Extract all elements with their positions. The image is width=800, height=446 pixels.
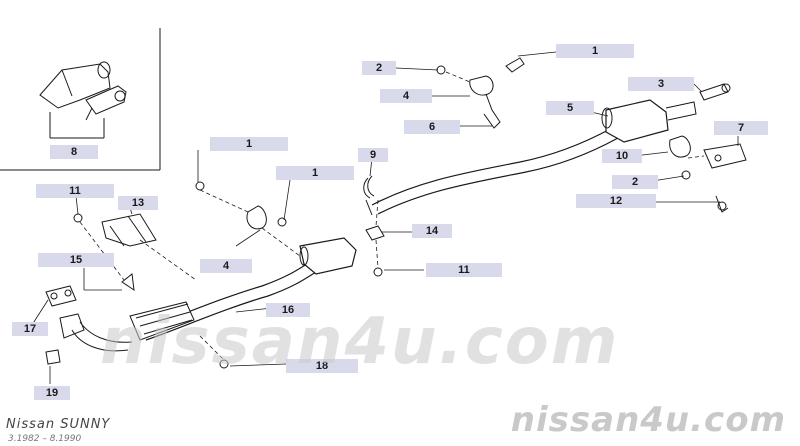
clamp-part bbox=[363, 175, 385, 277]
callout-label: 6 bbox=[428, 121, 436, 133]
model-name: Nissan SUNNY bbox=[6, 417, 111, 432]
watermark-large: nissan4u.com bbox=[100, 305, 620, 379]
callout-11-mid[interactable]: 11 bbox=[426, 263, 502, 277]
callout-4-mid[interactable]: 4 bbox=[200, 259, 252, 273]
callout-14[interactable]: 14 bbox=[412, 224, 452, 238]
callout-13[interactable]: 13 bbox=[118, 196, 158, 210]
flex-section-part bbox=[129, 301, 195, 341]
dashed-guides bbox=[79, 71, 705, 361]
watermark-small: nissan4u.com bbox=[510, 400, 786, 440]
callout-19[interactable]: 19 bbox=[34, 386, 70, 400]
callout-9[interactable]: 9 bbox=[358, 148, 388, 162]
callout-1-mid-a[interactable]: 1 bbox=[210, 137, 288, 151]
callout-label: 12 bbox=[609, 195, 623, 207]
callout-label: 2 bbox=[631, 176, 639, 188]
rear-hanger-bracket bbox=[669, 135, 747, 213]
callout-label: 9 bbox=[369, 149, 377, 161]
callout-label: 11 bbox=[69, 185, 81, 197]
callout-label: 8 bbox=[70, 146, 78, 158]
callout-label: 11 bbox=[458, 264, 470, 276]
inset-frame bbox=[0, 28, 161, 171]
hanger-rubber-top bbox=[436, 57, 525, 129]
production-years: 3.1982 – 8.1990 bbox=[8, 434, 82, 444]
callout-label: 4 bbox=[402, 90, 410, 102]
callout-label: 15 bbox=[69, 254, 83, 266]
callout-2-right[interactable]: 2 bbox=[612, 175, 658, 189]
callout-15[interactable]: 15 bbox=[38, 253, 114, 267]
callout-label: 3 bbox=[657, 78, 665, 90]
callout-1-mid-b[interactable]: 1 bbox=[276, 166, 354, 180]
callout-5[interactable]: 5 bbox=[546, 101, 594, 115]
callout-label: 1 bbox=[591, 45, 599, 57]
rear-muffler-part bbox=[601, 83, 731, 143]
callout-label: 1 bbox=[311, 167, 319, 179]
callout-2-top[interactable]: 2 bbox=[362, 61, 396, 75]
callout-label: 2 bbox=[375, 62, 383, 74]
callout-label: 7 bbox=[737, 122, 745, 134]
callout-label: 5 bbox=[566, 102, 574, 114]
callout-16[interactable]: 16 bbox=[266, 303, 310, 317]
callout-label: 14 bbox=[425, 225, 439, 237]
callout-label: 16 bbox=[281, 304, 295, 316]
callout-label: 17 bbox=[23, 323, 37, 335]
center-pipe-part bbox=[365, 127, 619, 216]
callout-3[interactable]: 3 bbox=[628, 77, 694, 91]
callout-10[interactable]: 10 bbox=[602, 149, 642, 163]
callout-label: 18 bbox=[315, 360, 329, 372]
callout-17[interactable]: 17 bbox=[12, 322, 48, 336]
callout-1-top[interactable]: 1 bbox=[556, 44, 634, 58]
callout-6[interactable]: 6 bbox=[404, 120, 460, 134]
callout-18[interactable]: 18 bbox=[286, 359, 358, 373]
tail-pipe-kit-part bbox=[39, 61, 127, 139]
callout-label: 10 bbox=[615, 150, 629, 162]
callout-11-left[interactable]: 11 bbox=[36, 184, 114, 198]
callout-label: 1 bbox=[245, 138, 253, 150]
manifold-end-part bbox=[45, 285, 133, 365]
callout-12[interactable]: 12 bbox=[576, 194, 656, 208]
callout-label: 4 bbox=[222, 260, 230, 272]
callout-label: 19 bbox=[45, 387, 59, 399]
callout-4-top[interactable]: 4 bbox=[380, 89, 432, 103]
mount-bracket-part bbox=[73, 213, 157, 292]
callout-8[interactable]: 8 bbox=[50, 145, 98, 159]
callout-7[interactable]: 7 bbox=[714, 121, 768, 135]
callout-label: 13 bbox=[131, 197, 145, 209]
